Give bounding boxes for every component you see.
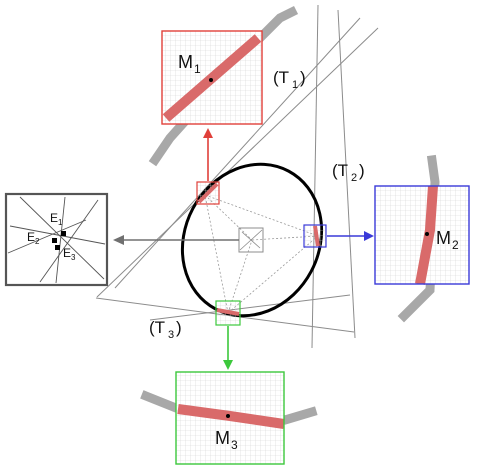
label-e1: E 1 <box>50 211 63 227</box>
label-m3: M 3 <box>215 428 238 452</box>
inset-m2 <box>374 154 470 323</box>
label-m1-main: M <box>178 52 193 72</box>
label-t3-sub: 3 <box>168 329 174 341</box>
construction-lines <box>204 194 319 314</box>
label-t2-close: ) <box>359 161 365 180</box>
inset-m3 <box>140 371 318 465</box>
label-m3-main: M <box>215 428 230 448</box>
label-m3-sub: 3 <box>231 438 238 452</box>
inset-e <box>4 192 109 287</box>
selection-box-m1 <box>196 181 220 205</box>
label-e3-main: E <box>63 246 71 260</box>
label-t1-main: (T <box>273 68 289 87</box>
label-e1-main: E <box>50 211 58 225</box>
arrow-m2 <box>327 231 374 241</box>
inset-m1 <box>148 5 299 167</box>
label-t3-main: (T <box>149 318 165 337</box>
label-m2: M 2 <box>436 228 459 252</box>
selection-box-m3 <box>215 300 241 326</box>
label-t2-sub: 2 <box>351 172 357 184</box>
label-t3-close: ) <box>176 318 182 337</box>
arrow-m1 <box>203 128 213 181</box>
label-m2-sub: 2 <box>452 238 459 252</box>
arrow-m3 <box>223 326 233 370</box>
tangent-line-t2-b <box>337 9 356 339</box>
label-t1-close: ) <box>300 68 306 87</box>
label-t1: (T 1 ) <box>273 68 306 91</box>
center-box <box>238 227 264 253</box>
tangent-line-t3-b <box>149 294 351 321</box>
label-e3: E 3 <box>63 246 76 262</box>
selection-box-m2 <box>303 224 327 248</box>
label-t2-main: (T <box>332 161 348 180</box>
label-m1-sub: 1 <box>194 62 201 76</box>
label-t2: (T 2 ) <box>332 161 365 184</box>
label-m1: M 1 <box>178 52 201 76</box>
label-e3-sub: 3 <box>71 253 76 262</box>
tangent-line-t1-b <box>114 17 361 289</box>
label-e2-main: E <box>27 230 35 244</box>
label-e2-sub: 2 <box>35 237 40 246</box>
label-e2: E 2 <box>27 230 40 246</box>
tangent-line-t1 <box>96 27 379 298</box>
arrow-e <box>113 235 239 245</box>
ellipse <box>180 162 324 318</box>
label-t1-sub: 1 <box>292 79 298 91</box>
label-m2-main: M <box>436 228 451 248</box>
label-t3: (T 3 ) <box>149 318 182 341</box>
tangent-line-t2 <box>311 4 319 349</box>
label-e1-sub: 1 <box>58 218 63 227</box>
